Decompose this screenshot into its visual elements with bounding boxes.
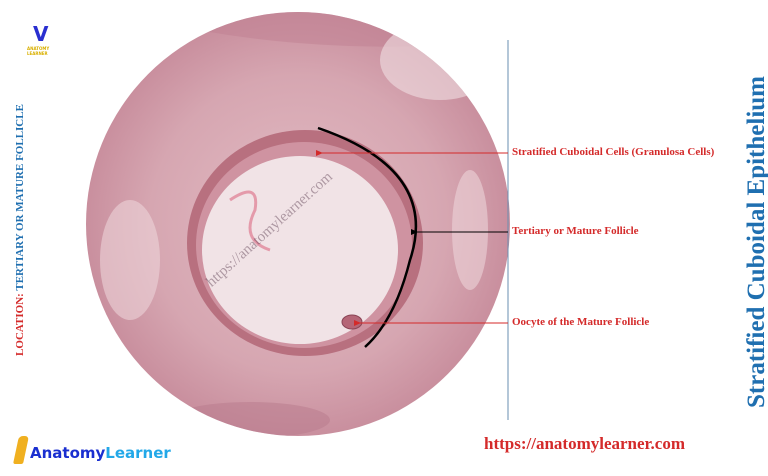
brand-part2: Learner	[105, 444, 171, 462]
top-logo: V ANATOMY LEARNER	[27, 22, 57, 58]
website-url[interactable]: https://anatomylearner.com	[484, 434, 685, 453]
label-oocyte: Oocyte of the Mature Follicle	[512, 316, 650, 328]
logo-letter: V	[33, 22, 49, 46]
antrum	[202, 156, 398, 344]
logo-text: ANATOMY LEARNER	[27, 46, 50, 56]
page-title: Stratified Cuboidal Epithelium	[743, 76, 768, 408]
oocyte	[341, 314, 363, 330]
brand-part1: Anatomy	[30, 444, 106, 462]
location-key: LOCATION:	[14, 293, 26, 356]
location-value: TERTIARY OR MATURE FOLLICLE	[14, 104, 26, 291]
brand-logo: AnatomyLearner	[30, 444, 171, 462]
location-caption: LOCATION: TERTIARY OR MATURE FOLLICLE	[14, 104, 26, 356]
label-granulosa-cells: Stratified Cuboidal Cells (Granulosa Cel…	[512, 146, 715, 158]
label-mature-follicle: Tertiary or Mature Follicle	[512, 225, 639, 237]
